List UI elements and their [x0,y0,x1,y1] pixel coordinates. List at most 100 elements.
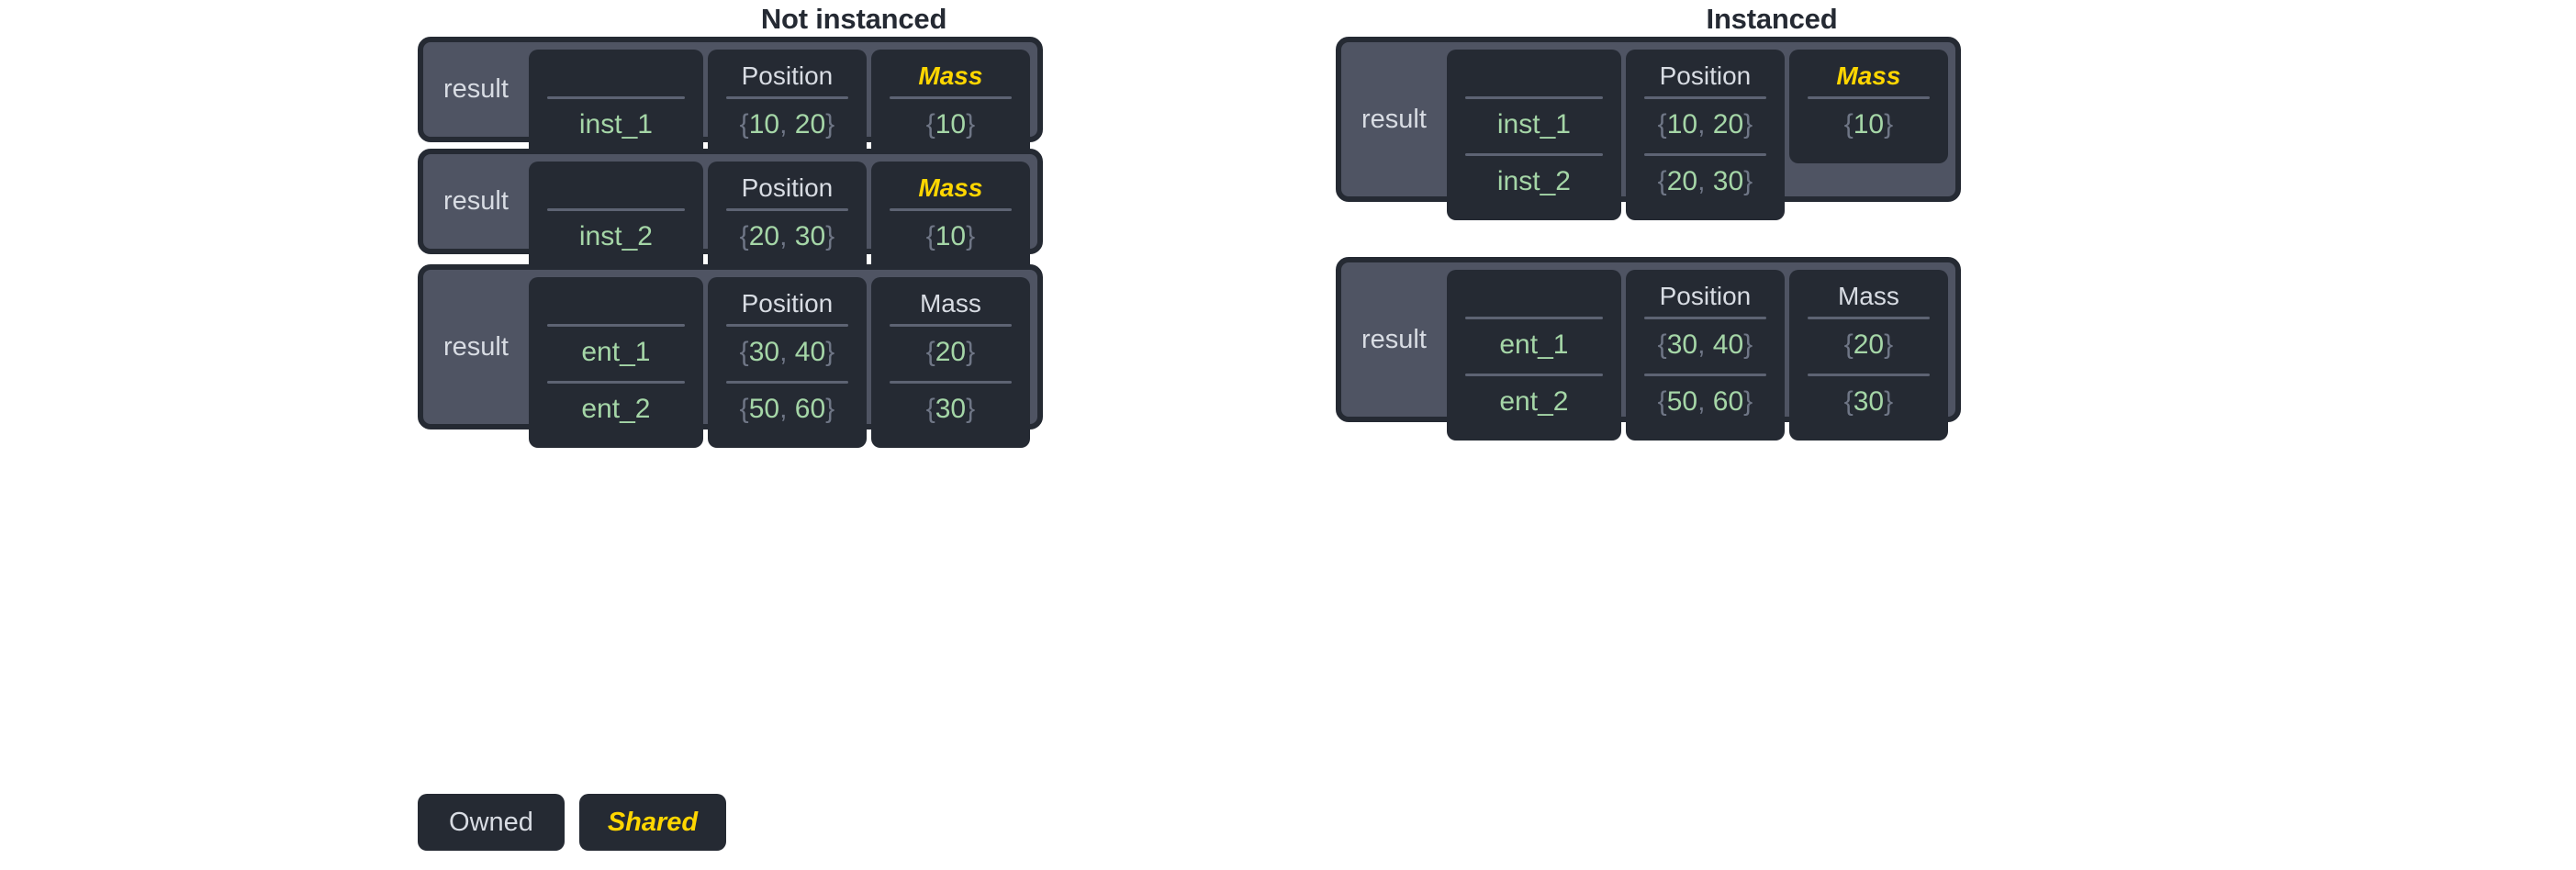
column-header-mass: Mass [918,173,983,202]
column-header-mass: Mass [1837,282,1899,310]
row-divider [1807,374,1930,376]
legend-chip-shared: Shared [579,794,726,851]
header-divider [546,324,685,327]
cell-position: {30, 40} [739,337,835,367]
column-group: inst_1 inst_2 Position {10, 20} {20, 30} Mass… [1446,50,1948,220]
row-divider [1464,153,1603,156]
card-not-instanced-3: result ent_1 ent_2 Position {30, 40} {50, 60… [418,264,1043,448]
column-mass: Mass {10} [1788,50,1948,163]
cell-mass: {20} [1843,329,1894,360]
panel-instanced: Instanced [1336,0,2208,39]
column-mass: Mass {10} [870,50,1030,163]
cell-mass: {10} [1843,109,1894,139]
header-divider [1643,96,1766,99]
column-group: inst_2 Position {20, 30} Mass {10} [528,162,1030,275]
header-divider [889,324,1012,327]
panel-not-instanced: Not instanced [418,0,1290,39]
card-instanced-2: result ent_1 ent_2 Position {30, 40} {50, 60… [1336,257,1961,441]
column-identity: ent_1 ent_2 [528,277,703,448]
cell-position: {20, 30} [1657,166,1753,196]
column-identity: inst_1 [528,50,703,163]
cell-identity: ent_2 [581,394,651,424]
header-divider [1464,96,1603,99]
column-identity: inst_2 [528,162,703,275]
cell-mass: {30} [925,394,976,424]
column-header-position: Position [741,289,834,318]
column-header-position: Position [741,173,834,202]
column-group: ent_1 ent_2 Position {30, 40} {50, 60} Mass {2… [1446,270,1948,441]
row-divider [725,381,848,384]
column-header-identity [1462,279,1607,314]
cell-position: {10, 20} [1657,109,1753,139]
cell-mass: {10} [925,109,976,139]
header-divider [546,208,685,211]
column-header-position: Position [1659,61,1752,90]
header-divider [725,324,848,327]
column-identity: inst_1 inst_2 [1446,50,1621,220]
column-position: Position {10, 20} [707,50,867,163]
column-group: inst_1 Position {10, 20} Mass {10} [528,50,1030,163]
panel-title-not-instanced: Not instanced [760,3,947,35]
column-group: ent_1 ent_2 Position {30, 40} {50, 60} Mass {2… [528,277,1030,448]
cell-mass: {10} [925,221,976,251]
cell-position: {20, 30} [739,221,835,251]
cell-identity: inst_2 [1496,166,1571,196]
cell-identity: ent_1 [581,337,651,367]
card-label: result [443,74,509,104]
column-header-position: Position [1659,282,1752,310]
cell-position: {30, 40} [1657,329,1753,360]
column-header-identity [543,286,689,321]
header-divider [889,96,1012,99]
cell-identity: ent_2 [1499,386,1569,417]
panel-title-instanced: Instanced [1706,3,1838,35]
header-divider [1643,317,1766,319]
cell-mass: {30} [1843,386,1894,417]
column-header-mass: Mass [919,289,981,318]
header-divider [1464,317,1603,319]
legend: Owned Shared [418,794,726,851]
column-header-identity [543,59,689,94]
row-divider [1643,153,1766,156]
cell-mass: {20} [925,337,976,367]
column-position: Position {20, 30} [707,162,867,275]
column-identity: ent_1 ent_2 [1446,270,1621,441]
column-position: Position {30, 40} {50, 60} [1625,270,1785,441]
column-position: Position {10, 20} {20, 30} [1625,50,1785,220]
header-divider [725,208,848,211]
header-divider [546,96,685,99]
cell-position: {10, 20} [739,109,835,139]
card-label: result [1361,324,1427,354]
cell-position: {50, 60} [1657,386,1753,417]
column-header-identity [1462,59,1607,94]
header-divider [1807,96,1930,99]
row-divider [546,381,685,384]
card-label: result [1361,104,1427,134]
column-header-position: Position [741,61,834,90]
card-not-instanced-1: result inst_1 Position {10, 20} Mass {10} [418,37,1043,163]
header-divider [725,96,848,99]
column-position: Position {30, 40} {50, 60} [707,277,867,448]
header-divider [889,208,1012,211]
legend-chip-owned: Owned [418,794,565,851]
row-divider [889,381,1012,384]
column-header-mass: Mass [918,61,983,90]
cell-identity: inst_1 [1496,109,1571,139]
legend-label-owned: Owned [449,807,533,837]
column-mass: Mass {20} {30} [870,277,1030,448]
cell-position: {50, 60} [739,394,835,424]
header-divider [1807,317,1930,319]
cell-identity: inst_2 [578,221,653,251]
row-divider [1643,374,1766,376]
row-divider [1464,374,1603,376]
column-header-mass: Mass [1836,61,1901,90]
column-mass: Mass {20} {30} [1788,270,1948,441]
column-mass: Mass {10} [870,162,1030,275]
card-label: result [443,331,509,362]
cell-identity: ent_1 [1499,329,1569,360]
card-label: result [443,186,509,216]
card-instanced-1: result inst_1 inst_2 Position {10, 20} {20, … [1336,37,1961,220]
legend-label-shared: Shared [607,807,699,837]
column-header-identity [543,171,689,206]
card-not-instanced-2: result inst_2 Position {20, 30} Mass {10} [418,149,1043,275]
